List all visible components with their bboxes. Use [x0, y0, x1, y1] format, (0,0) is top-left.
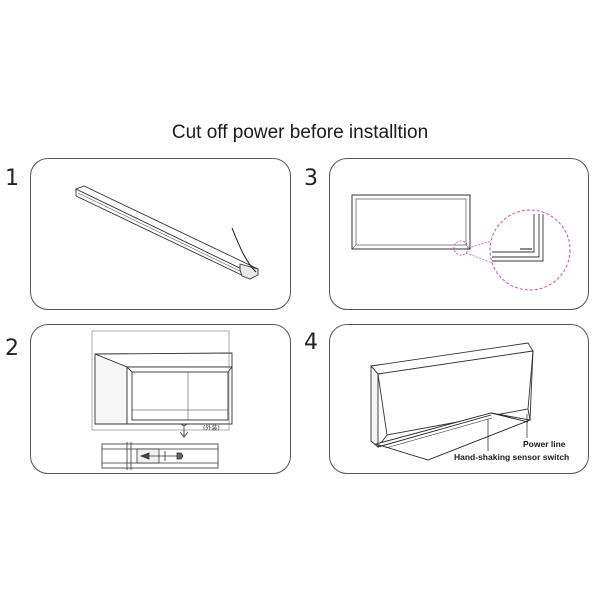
step-number-4: 4 [304, 330, 318, 355]
sensor-switch-label: Hand-shaking sensor switch [454, 452, 569, 462]
side-note-label: (外装) [203, 424, 220, 432]
power-line-label: Power line [523, 439, 566, 449]
magnified-corner-detail [492, 214, 544, 262]
step-2-panel [30, 324, 291, 474]
step-4-panel [329, 324, 589, 474]
down-arrow-icon [179, 423, 189, 438]
step-number-1: 1 [5, 166, 19, 191]
cabinet-front-panel [351, 194, 471, 250]
step-1-panel [30, 158, 291, 310]
step-number-3: 3 [304, 166, 318, 191]
power-cable [231, 227, 257, 273]
page-title: Cut off power before installtion [171, 122, 429, 143]
led-profile-strip [74, 185, 260, 280]
step-3-panel [329, 158, 589, 310]
mounting-side-detail [101, 442, 219, 470]
wall-cabinet [91, 330, 233, 431]
led-strip-installed [374, 412, 532, 461]
step-number-2: 2 [5, 336, 19, 361]
